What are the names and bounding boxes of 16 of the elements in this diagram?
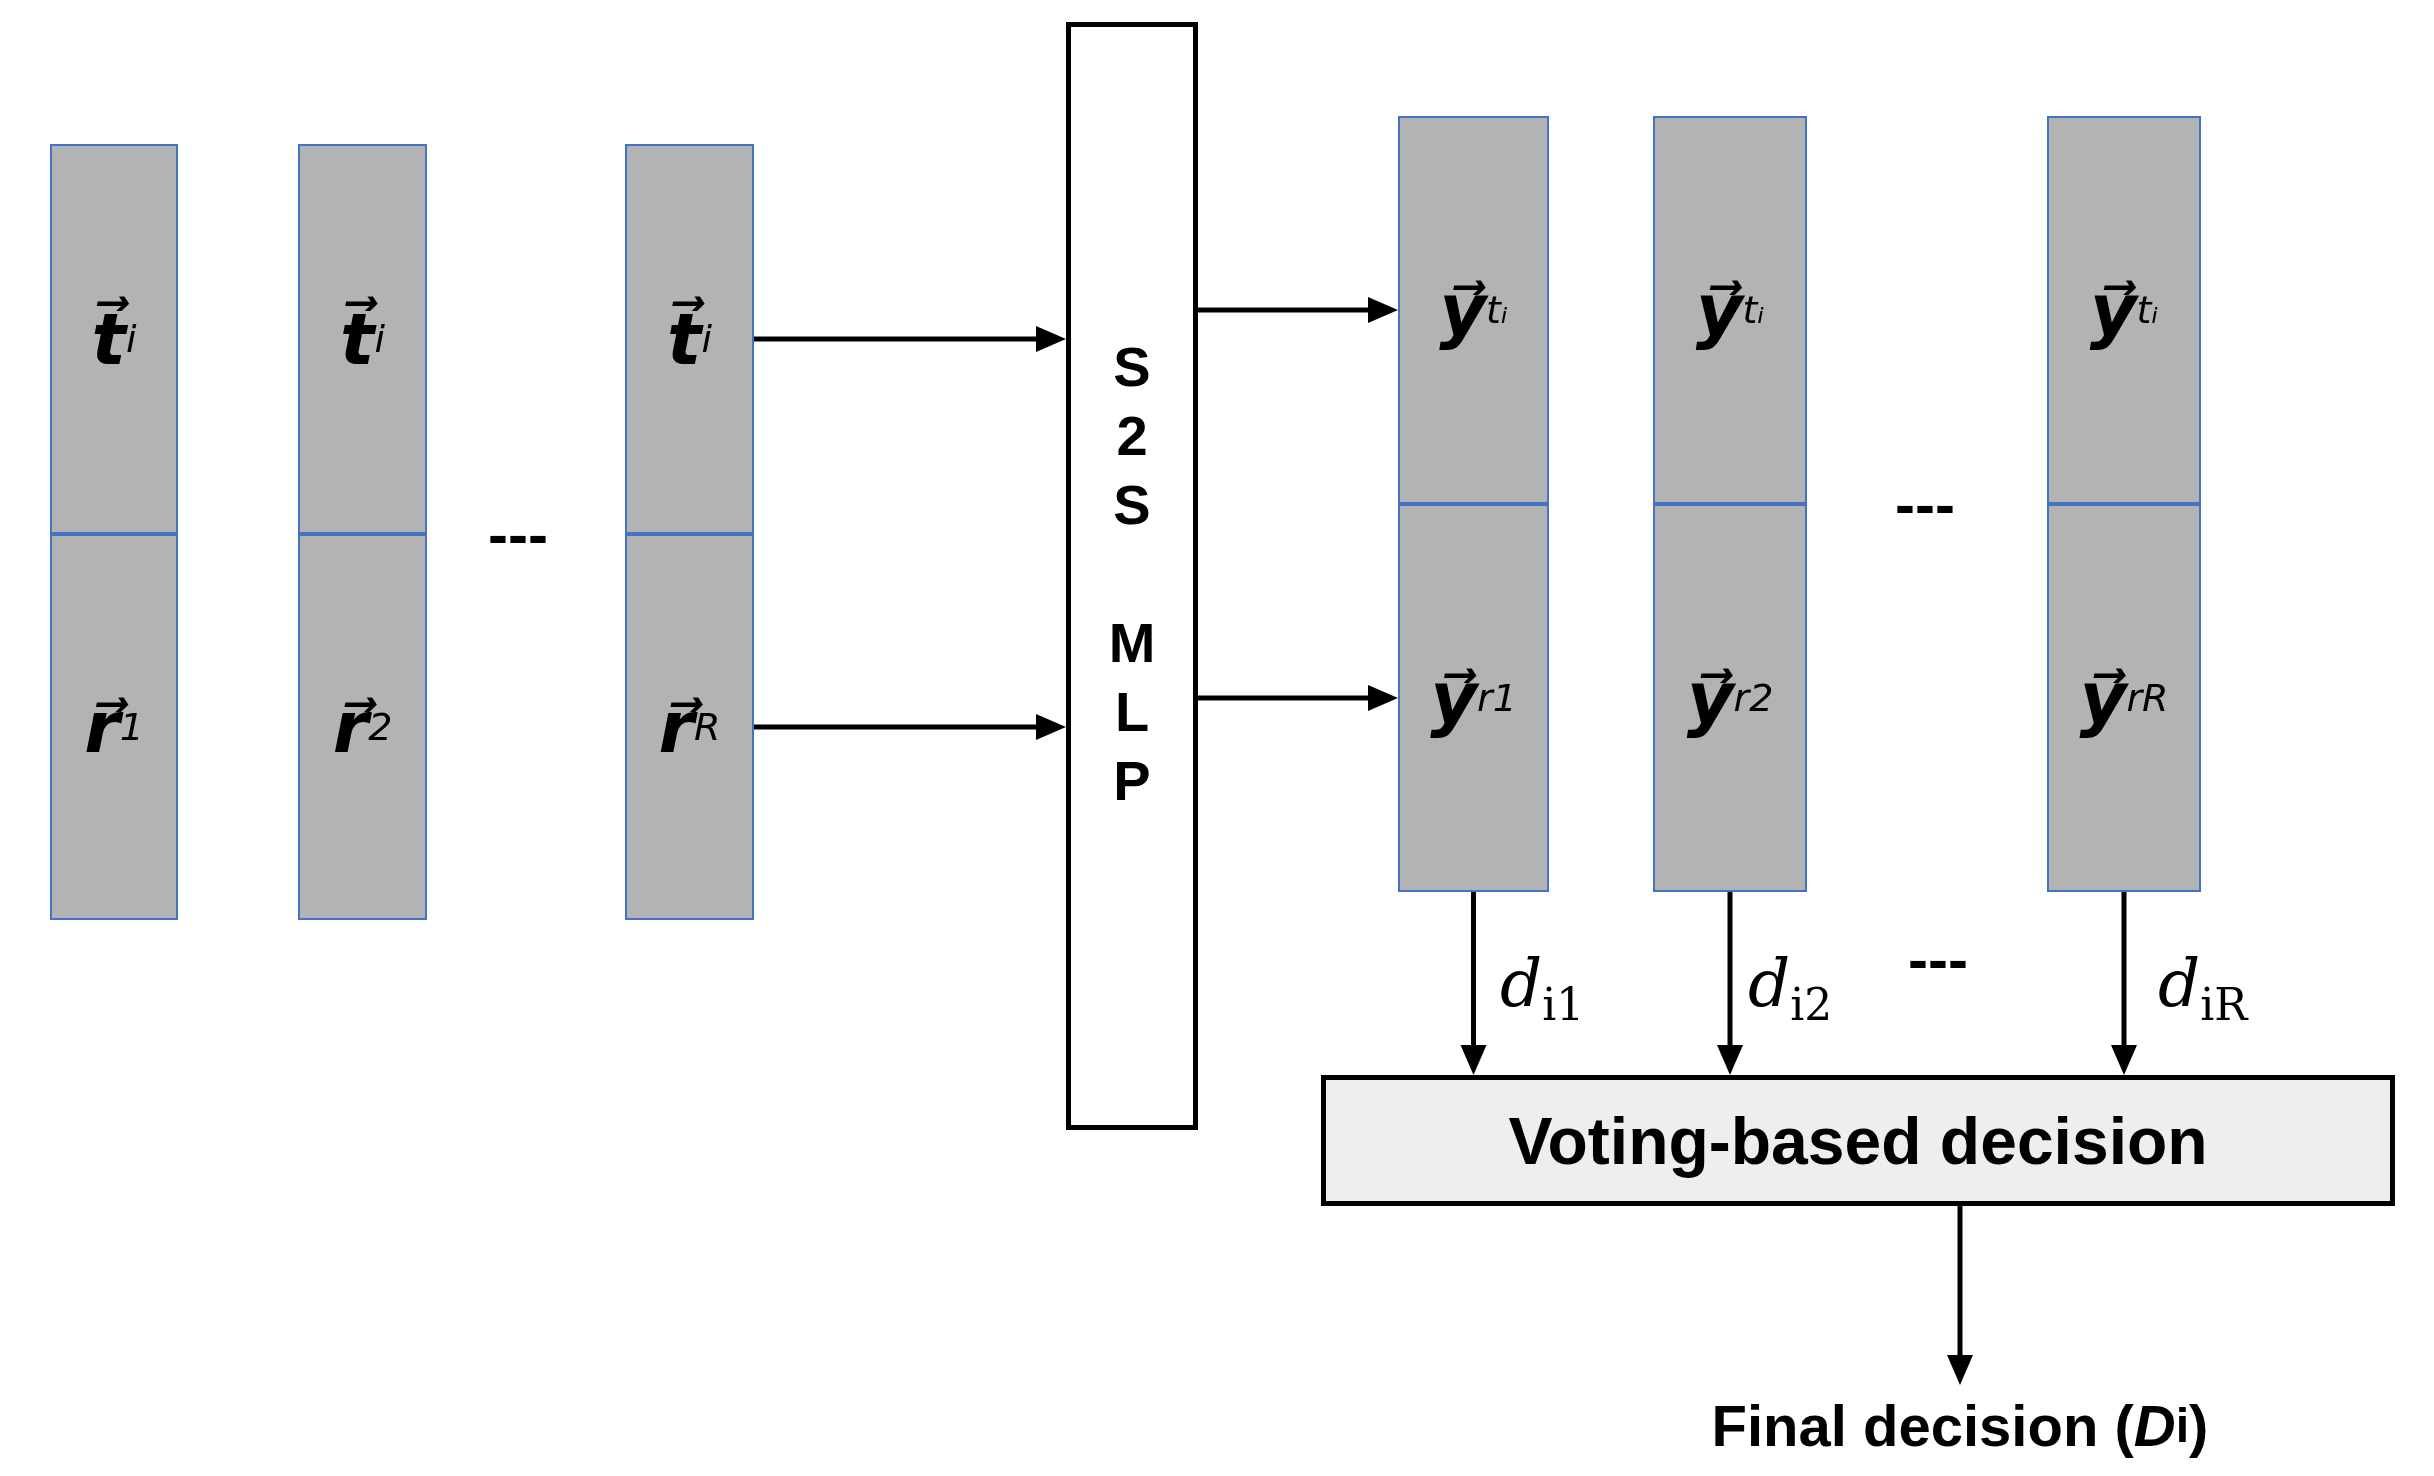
arrow [1947, 1206, 1973, 1385]
arrow [1717, 892, 1743, 1075]
process-box: Voting-based decision [1321, 1075, 2395, 1206]
arrow [754, 714, 1066, 740]
edge-label: d$_{iR}$ [2158, 945, 2248, 1031]
model-box: S2S MLP [1066, 22, 1198, 1130]
edge-label: d$_{i1}$ [1500, 945, 1585, 1031]
arrow [754, 326, 1066, 352]
ellipsis-mark: --- [1895, 470, 1955, 539]
edge-label: d$_{i2}$ [1748, 945, 1833, 1031]
arrow [1198, 685, 1398, 711]
arrow [1198, 297, 1398, 323]
arrow [2111, 892, 2137, 1075]
arrow [1460, 892, 1487, 1075]
ellipsis-mark: --- [1908, 925, 1968, 994]
ellipsis-mark: --- [488, 500, 548, 569]
